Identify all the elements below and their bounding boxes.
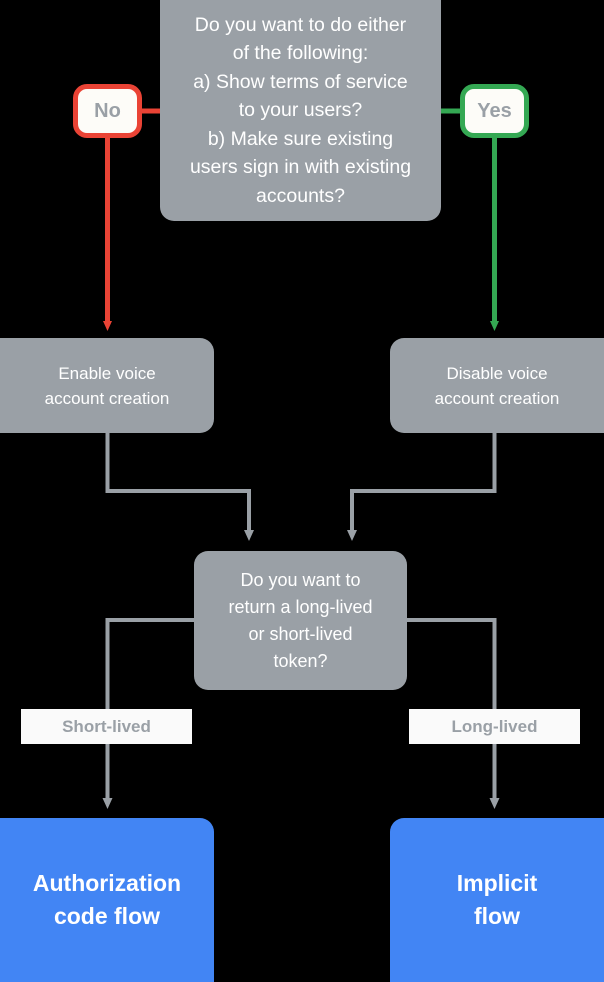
terminal-box-implicit-flow: Implicit flow [390,818,604,982]
action-box-enable-voice-account-creation-label: Enable voice account creation [44,363,170,408]
edge-label-short-lived: Short-lived [21,709,192,744]
action-box-disable-voice-account-creation-label: Disable voice account creation [434,363,560,408]
terminal-box-implicit-flow-label: Implicit flow [456,870,538,929]
branch-badge-yes[interactable]: Yes [460,84,529,138]
edge-disable-to-token [347,433,497,541]
edge-label-long-lived: Long-lived [409,709,580,744]
edge-label-short-lived-text: Short-lived [62,716,151,736]
decision-box-terms-or-existing-accounts-label: Do you want to do either of the followin… [189,13,412,207]
terminal-box-authorization-code-flow: Authorization code flow [0,818,214,982]
terminal-box-authorization-code-flow-label: Authorization code flow [32,870,182,929]
edge-enable-to-token [105,433,254,541]
decision-box-terms-or-existing-accounts: Do you want to do either of the followin… [160,0,441,221]
branch-badge-yes-label: Yes [477,99,512,122]
action-box-disable-voice-account-creation: Disable voice account creation [390,338,604,433]
decision-box-token-lifetime-label: Do you want to return a long-lived or sh… [228,569,373,671]
branch-badge-no-label: No [94,99,121,122]
edge-label-long-lived-text: Long-lived [451,716,538,736]
action-box-enable-voice-account-creation: Enable voice account creation [0,338,214,433]
decision-box-token-lifetime: Do you want to return a long-lived or sh… [194,551,407,690]
branch-badge-no[interactable]: No [73,84,142,138]
